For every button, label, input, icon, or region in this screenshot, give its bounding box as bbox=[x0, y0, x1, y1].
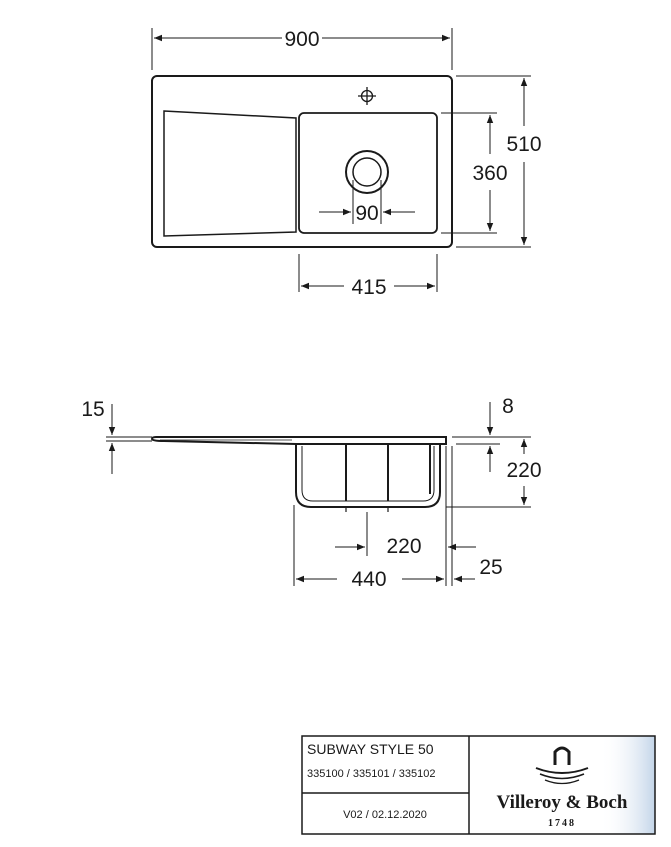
dimension-label-15: 15 bbox=[81, 398, 104, 421]
dimension-label-440: 440 bbox=[351, 568, 386, 591]
top-view: 900 90 360 bbox=[151, 28, 542, 299]
dimension-bowl-height bbox=[446, 436, 531, 508]
dimension-rim-thickness bbox=[106, 404, 152, 474]
brand-logo-text: Villeroy & Boch bbox=[497, 792, 628, 813]
dimension-bowl-width-side bbox=[293, 505, 444, 586]
bowl-profile bbox=[295, 444, 441, 508]
dimension-label-25: 25 bbox=[479, 556, 502, 579]
dimension-label-220-offset: 220 bbox=[386, 535, 421, 558]
dimension-bowl-depth bbox=[441, 112, 497, 234]
bowl-outline bbox=[298, 112, 438, 234]
dimension-label-900: 900 bbox=[284, 28, 319, 51]
article-numbers: 335100 / 335101 / 335102 bbox=[307, 768, 435, 780]
dimension-label-360: 360 bbox=[472, 162, 507, 185]
drainer-tray-outline bbox=[163, 110, 297, 237]
sink-rim-profile bbox=[150, 436, 447, 445]
version-date: V02 / 02.12.2020 bbox=[343, 809, 427, 821]
product-name: SUBWAY STYLE 50 bbox=[307, 741, 434, 757]
dimension-label-8: 8 bbox=[502, 395, 514, 418]
dimension-label-415: 415 bbox=[351, 276, 386, 299]
dimension-overall-depth bbox=[456, 75, 531, 248]
dimension-drain-offset bbox=[335, 446, 476, 586]
dimension-label-510: 510 bbox=[506, 133, 541, 156]
dimension-overall-width bbox=[151, 28, 453, 70]
title-block: SUBWAY STYLE 50 335100 / 335101 / 335102… bbox=[301, 735, 656, 835]
drain-icon bbox=[345, 150, 389, 194]
dimension-drain bbox=[319, 180, 415, 224]
brand-year: 1748 bbox=[548, 818, 576, 829]
side-view: 15 8 220 220 bbox=[81, 395, 541, 591]
dimension-bowl-width bbox=[298, 254, 438, 292]
tap-hole-icon bbox=[358, 87, 376, 105]
dimension-label-90: 90 bbox=[355, 202, 378, 225]
dimension-label-220-height: 220 bbox=[506, 459, 541, 482]
sink-outline bbox=[151, 75, 453, 248]
logo-emblem-icon bbox=[535, 746, 589, 785]
